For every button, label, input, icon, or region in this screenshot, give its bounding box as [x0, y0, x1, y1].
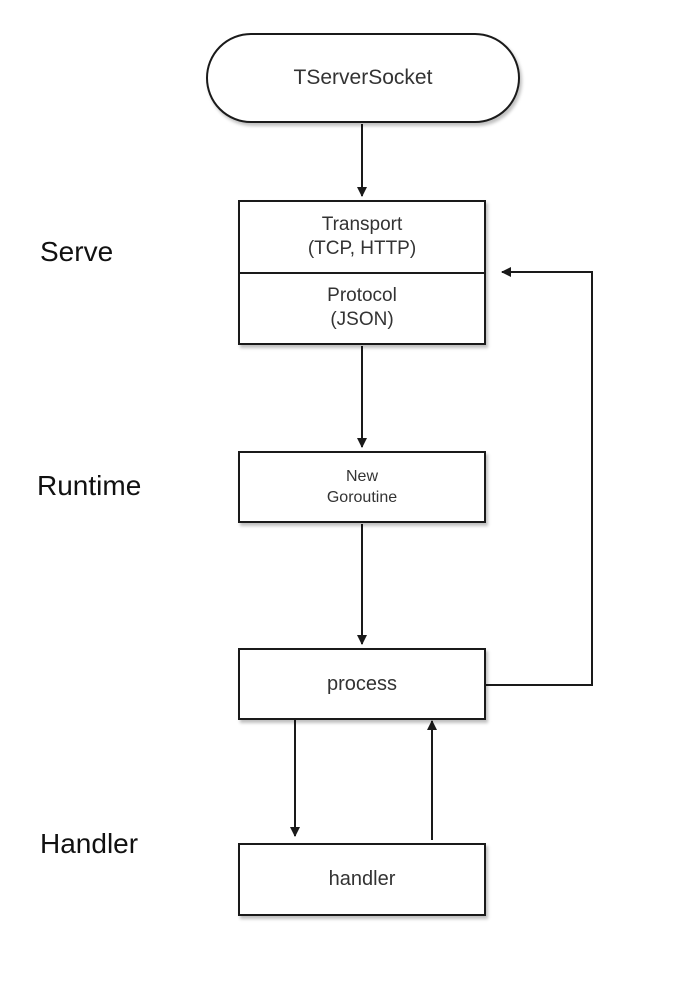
tserversocket-label: TServerSocket: [293, 66, 433, 89]
transport-protocol-node: Transport (TCP, HTTP) Protocol (JSON): [238, 200, 486, 345]
transport-cell: Transport (TCP, HTTP): [240, 202, 484, 272]
goroutine-label-line1: New: [345, 468, 378, 485]
goroutine-label-line2: Goroutine: [326, 489, 398, 506]
handler-label: handler: [328, 868, 396, 890]
protocol-label: Protocol: [327, 285, 397, 307]
lane-label-handler: Handler: [40, 828, 139, 859]
transport-sublabel: (TCP, HTTP): [307, 237, 417, 259]
process-label: process: [326, 672, 398, 695]
process-node: process: [238, 648, 486, 720]
arrow-process-loop-back: [486, 267, 593, 686]
goroutine-node: New Goroutine: [238, 451, 486, 523]
protocol-cell: Protocol (JSON): [240, 271, 484, 344]
transport-label: Transport: [321, 213, 403, 235]
handler-node: handler: [238, 843, 486, 916]
lane-label-runtime: Runtime: [37, 470, 142, 501]
tserversocket-node: TServerSocket: [206, 33, 520, 123]
protocol-sublabel: (JSON): [330, 309, 394, 331]
lane-label-serve: Serve: [40, 236, 114, 267]
